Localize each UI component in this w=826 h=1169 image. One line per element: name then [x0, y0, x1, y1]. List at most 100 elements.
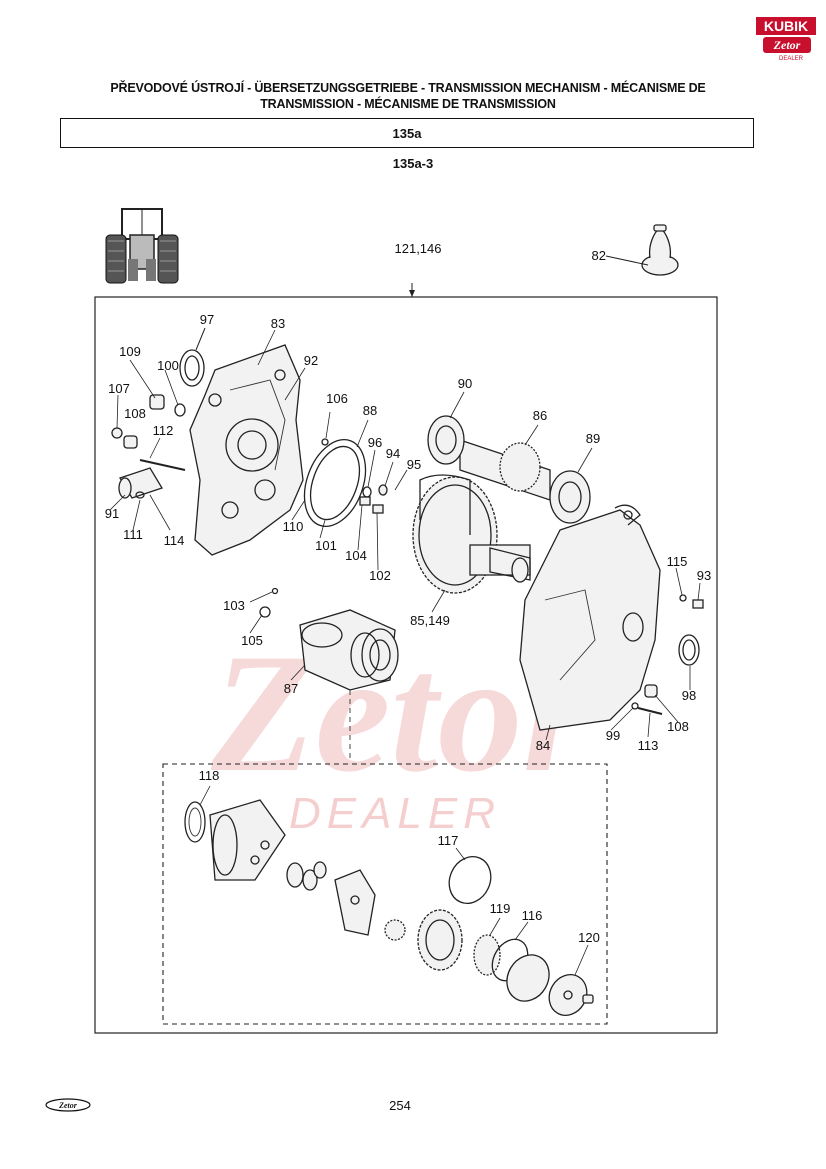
callout-82: 82 [592, 248, 606, 263]
callout-103: 103 [223, 598, 245, 613]
callout-105: 105 [241, 633, 263, 648]
part-106-pin [321, 438, 329, 446]
section-box: 135a [60, 118, 754, 148]
callout-86: 86 [533, 408, 547, 423]
callout-115: 115 [667, 554, 688, 569]
callout-95: 95 [407, 457, 421, 472]
callout-94: 94 [386, 446, 400, 461]
part-108-plug [123, 435, 138, 449]
leader-lines [109, 329, 701, 976]
part-86-shaft [459, 439, 551, 501]
part-82-knob [605, 224, 679, 276]
section-code: 135a [392, 125, 422, 141]
part-87-clutch-assembly [299, 609, 399, 691]
callout-108-left: 108 [124, 406, 146, 421]
callout-113: 113 [638, 738, 659, 753]
zetor-watermark: Zetor DEALER [210, 619, 591, 838]
callout-102: 102 [369, 568, 391, 583]
part-85-gear-cluster [412, 474, 531, 594]
detail-box [162, 763, 608, 1025]
part-98-seal [678, 634, 700, 666]
part-104-spring [359, 496, 371, 506]
part-90-bearing [427, 415, 465, 465]
callout-118: 118 [199, 768, 220, 783]
callout-110: 110 [283, 519, 304, 534]
diagram-frame [94, 296, 718, 1034]
callout-90: 90 [458, 376, 472, 391]
title-line-2: TRANSMISSION - MÉCANISME DE TRANSMISSION [260, 97, 556, 111]
detail-carrier [209, 799, 286, 881]
detail-plate [334, 869, 376, 936]
part-96-washer [362, 486, 372, 498]
part-99-washer [631, 702, 639, 710]
callout-111: 111 [123, 527, 143, 542]
part-117-oring [448, 856, 492, 904]
logo-dealer-text: DEALER [779, 56, 804, 62]
part-119-ring [473, 934, 501, 976]
part-97-seal [179, 327, 206, 387]
part-100-oring [174, 403, 186, 417]
detail-drum [417, 909, 463, 971]
zetor-footer-logo: Zetor [45, 1098, 91, 1112]
part-83-housing [189, 344, 304, 556]
callout-112: 112 [153, 423, 174, 438]
kubik-zetor-dealer-logo: KUBIK Zetor DEALER [756, 17, 816, 62]
part-102-ball [372, 504, 384, 514]
callout-120: 120 [578, 930, 600, 945]
part-93-bolt [692, 599, 704, 609]
part-84-housing [519, 504, 661, 731]
part-120-circlip [548, 974, 588, 1016]
callout-106: 106 [326, 391, 348, 406]
callout-93: 93 [697, 568, 711, 583]
detail-pinions [286, 861, 327, 891]
title-line-1: PŘEVODOVÉ ÚSTROJÍ - ÜBERSETZUNGSGETRIEBE… [110, 81, 706, 95]
part-109-plug [149, 394, 165, 410]
part-89-bearing [549, 470, 591, 524]
callout-108-right: 108 [667, 719, 689, 734]
part-112-bolt [139, 459, 186, 471]
callout-109: 109 [119, 344, 141, 359]
callout-121-146: 121,146 [395, 241, 442, 256]
part-105-ring [259, 606, 271, 618]
logo-kubik-text: KUBIK [764, 18, 808, 34]
part-108b-plug [644, 684, 658, 698]
part-115-washer [679, 594, 687, 602]
callout-85-149: 85,149 [410, 613, 450, 628]
part-118-disc [184, 801, 206, 843]
callout-88: 88 [363, 403, 377, 418]
callout-labels: 82 121,146 97 83 92 109 100 107 108 112 … [105, 241, 711, 945]
callout-84: 84 [536, 738, 550, 753]
part-111-washer [135, 491, 145, 499]
callout-107: 107 [108, 381, 130, 396]
part-94-bolt [378, 484, 388, 496]
callout-99: 99 [606, 728, 620, 743]
part-116b-disc [506, 954, 550, 1002]
callout-97: 97 [200, 312, 214, 327]
callout-91: 91 [105, 506, 119, 521]
detail-plug [582, 994, 594, 1004]
part-113-bolt [637, 707, 663, 715]
callout-119: 119 [490, 901, 511, 916]
callout-96: 96 [368, 435, 382, 450]
tractor-thumbnail-icon [105, 208, 179, 284]
callout-89: 89 [586, 431, 600, 446]
callout-87: 87 [284, 681, 298, 696]
part-91-switch [118, 467, 163, 499]
part-101-gasket [303, 438, 367, 528]
subsection-code: 135a-3 [392, 156, 434, 171]
watermark-dealer-text: DEALER [289, 789, 501, 838]
page-number: 254 [389, 1098, 411, 1113]
logo-zetor-text: Zetor [773, 38, 801, 52]
callout-101: 101 [315, 538, 337, 553]
footer-logo-text: Zetor [58, 1101, 78, 1110]
callout-100: 100 [157, 358, 179, 373]
callout-117: 117 [438, 833, 459, 848]
page-title: PŘEVODOVÉ ÚSTROJÍ - ÜBERSETZUNGSGETRIEBE… [60, 80, 756, 112]
detail-sungear [384, 919, 406, 941]
callout-104: 104 [345, 548, 367, 563]
part-103-ball [271, 587, 279, 595]
callout-114: 114 [164, 533, 185, 548]
callout-83: 83 [271, 316, 285, 331]
part-107-nut [111, 427, 123, 439]
